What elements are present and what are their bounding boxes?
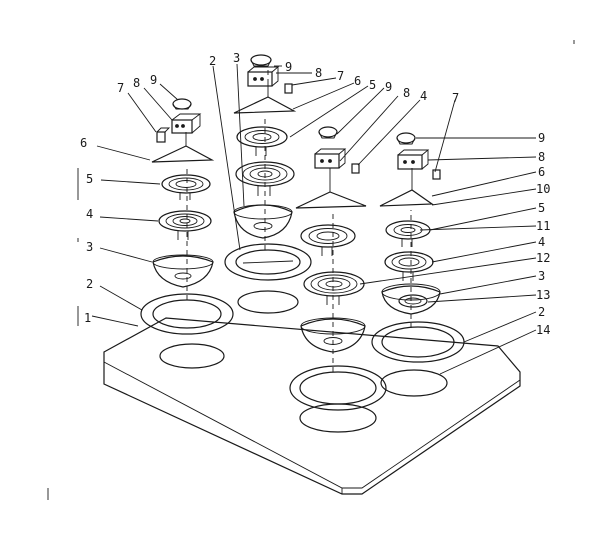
callout-9-right: 9 xyxy=(538,131,545,145)
callout-8-right: 8 xyxy=(538,150,545,164)
center-left-burner-assembly xyxy=(224,54,312,281)
left-rear-burner-assembly xyxy=(140,98,234,335)
callout-3-top: 3 xyxy=(233,51,240,65)
callout-1-left: 1 xyxy=(84,311,91,325)
callout-10-right: 10 xyxy=(536,182,550,196)
callout-8-top: 8 xyxy=(315,66,322,80)
right-burner-assembly xyxy=(371,132,465,363)
callout-9-topleft: 9 xyxy=(150,73,157,87)
callout-3-left: 3 xyxy=(86,240,93,254)
callout-9-mid: 9 xyxy=(385,80,392,94)
callout-14-right: 14 xyxy=(536,323,550,337)
callout-6-top: 6 xyxy=(354,74,361,88)
callout-5-left: 5 xyxy=(86,172,93,186)
callout-7-top: 7 xyxy=(337,69,344,83)
callout-4-left: 4 xyxy=(86,207,93,221)
callout-3-right: 3 xyxy=(538,269,545,283)
callout-5-right: 5 xyxy=(538,201,545,215)
callout-2-left: 2 xyxy=(86,277,93,291)
callout-8-mid: 8 xyxy=(403,86,410,100)
callout-12-right: 12 xyxy=(536,251,550,265)
callout-6-left: 6 xyxy=(80,136,87,150)
callout-6-right: 6 xyxy=(538,165,545,179)
callout-4-mid: 4 xyxy=(420,89,427,103)
callout-11-right: 11 xyxy=(536,219,550,233)
callout-7-right: 7 xyxy=(452,91,459,105)
center-front-burner-assembly xyxy=(289,126,387,411)
callout-8-topleft: 8 xyxy=(133,76,140,90)
callout-2-right: 2 xyxy=(538,305,545,319)
callout-labels: 1 2 3 4 5 6 7 8 9 2 3 9 8 7 6 5 9 8 4 7 … xyxy=(80,51,550,337)
callout-5-top: 5 xyxy=(369,78,376,92)
callout-7-topleft: 7 xyxy=(117,81,124,95)
callout-4-right: 4 xyxy=(538,235,545,249)
callout-2-top: 2 xyxy=(209,54,216,68)
callout-9-top: 9 xyxy=(285,60,292,74)
callout-13-right: 13 xyxy=(536,288,550,302)
leader-lines xyxy=(47,40,575,500)
